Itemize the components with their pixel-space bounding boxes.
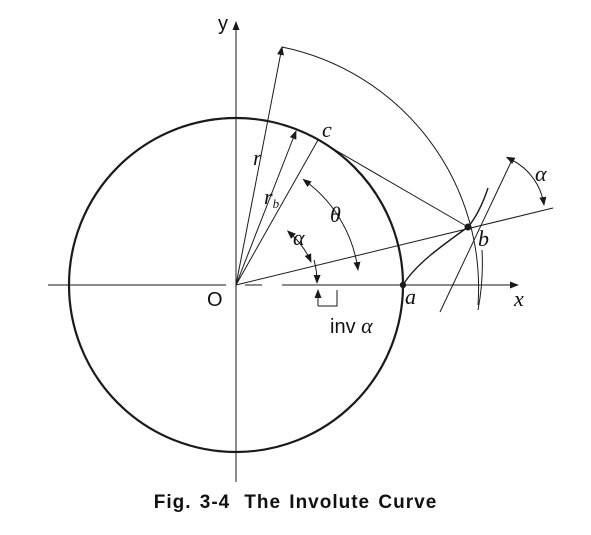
point-c-label: c: [322, 117, 332, 142]
point-a-dot: [399, 281, 407, 289]
ob-line: [235, 207, 554, 286]
figure-number: Fig. 3-4: [153, 492, 231, 513]
rb-label: rb: [264, 184, 280, 211]
theta-angle-arc: [302, 178, 361, 271]
rb-label-sub: b: [273, 196, 280, 211]
theta-label: θ: [330, 202, 341, 227]
alpha-inner-label: α: [293, 225, 305, 250]
figure-caption: Fig. 3-4 The Involute Curve: [0, 492, 591, 514]
point-b-dot: [464, 223, 472, 231]
inv-alpha-leader: [318, 290, 338, 307]
point-b-label: b: [478, 226, 489, 251]
inv-alpha-arc: [313, 259, 321, 284]
figure-title: The Involute Curve: [244, 492, 438, 513]
inv-alpha-label: inv α: [330, 313, 373, 338]
alpha-outer-label: α: [535, 161, 547, 186]
y-axis-label: y: [218, 13, 228, 35]
origin-label: O: [207, 289, 223, 311]
inv-alpha-label-text: inv: [330, 316, 361, 338]
r-label: r: [253, 145, 262, 170]
point-a-label: a: [405, 284, 416, 309]
outer-circle-at-b: [477, 249, 483, 311]
x-axis-label: x: [513, 286, 524, 311]
rb-label-main: r: [264, 184, 273, 209]
alpha-outer-arc: [505, 156, 547, 206]
tangent-cb-line: [317, 139, 469, 228]
alpha-inner-arc: [286, 230, 312, 263]
inv-alpha-label-symbol: α: [361, 313, 373, 338]
outer-arc-r: [281, 46, 480, 306]
oc-line: [235, 139, 319, 286]
involute-tangent-line: [439, 159, 513, 313]
radius-r-line: [235, 46, 284, 286]
radius-rb-line: [235, 130, 297, 286]
